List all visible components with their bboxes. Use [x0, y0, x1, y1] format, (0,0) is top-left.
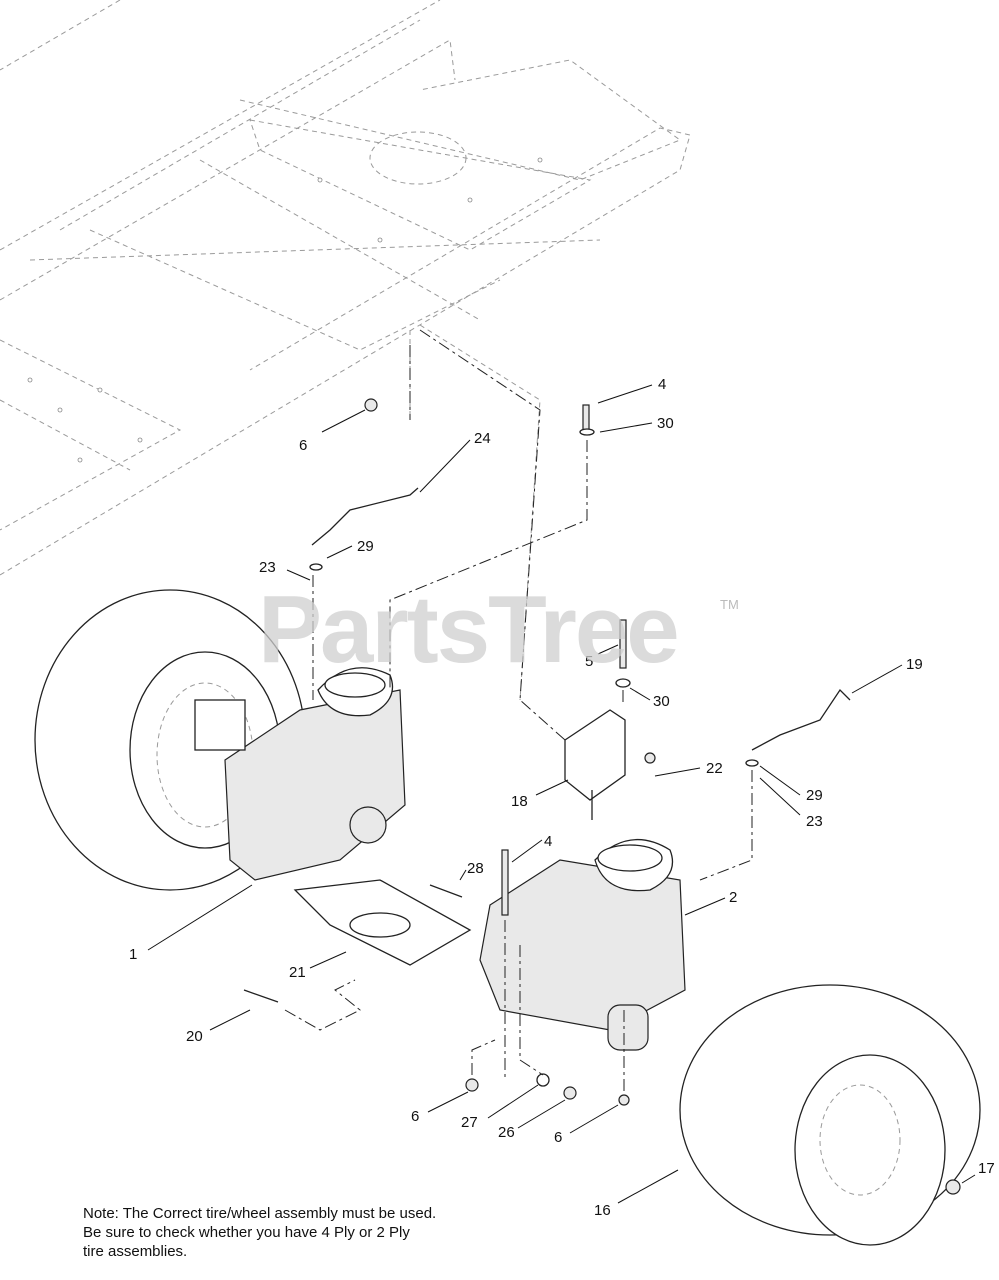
right-tire [679, 984, 981, 1246]
trademark-symbol: TM [720, 597, 739, 612]
callout-17: 17 [978, 1160, 995, 1177]
callout-21: 21 [289, 964, 306, 981]
callout-28: 28 [467, 860, 484, 877]
callout-29-left: 29 [357, 538, 374, 555]
note-line-1: Note: The Correct tire/wheel assembly mu… [83, 1205, 437, 1222]
callout-27: 27 [461, 1114, 478, 1131]
callout-4-lower: 4 [544, 833, 552, 850]
callout-22: 22 [706, 760, 723, 777]
callout-1: 1 [129, 946, 137, 963]
callout-6-bottom-right: 6 [554, 1129, 562, 1146]
callout-4-upper: 4 [658, 376, 666, 393]
callout-24: 24 [474, 430, 491, 447]
bracket-21 [293, 879, 472, 966]
callout-30-upper: 30 [657, 415, 674, 432]
rods-fasteners [243, 398, 851, 1106]
callout-leaders [147, 384, 976, 1204]
callout-30-lower: 30 [653, 693, 670, 710]
note-line-2: Be sure to check whether you have 4 Ply … [83, 1224, 410, 1241]
mower-frame [0, 0, 691, 701]
callout-18: 18 [511, 793, 528, 810]
assembly-note: Note: The Correct tire/wheel assembly mu… [83, 1204, 543, 1261]
callout-26: 26 [498, 1124, 515, 1141]
bracket-18 [564, 709, 626, 820]
callout-6-bottom-left: 6 [411, 1108, 419, 1125]
callout-23-right: 23 [806, 813, 823, 830]
callout-labels: 4 30 6 24 29 23 19 5 30 22 18 29 23 4 28… [129, 376, 995, 1219]
left-transmission [194, 667, 406, 881]
callout-20: 20 [186, 1028, 203, 1045]
callout-19: 19 [906, 656, 923, 673]
partstree-watermark: PartsTree [258, 576, 680, 683]
assembly-lines [284, 329, 753, 1095]
callout-29-right: 29 [806, 787, 823, 804]
callout-2: 2 [729, 889, 737, 906]
callout-6-upper: 6 [299, 437, 307, 454]
callout-5: 5 [585, 653, 593, 670]
note-line-3: tire assemblies. [83, 1243, 188, 1260]
callout-23-left: 23 [259, 559, 276, 576]
right-transmission [479, 838, 686, 1051]
callout-16: 16 [594, 1202, 611, 1219]
